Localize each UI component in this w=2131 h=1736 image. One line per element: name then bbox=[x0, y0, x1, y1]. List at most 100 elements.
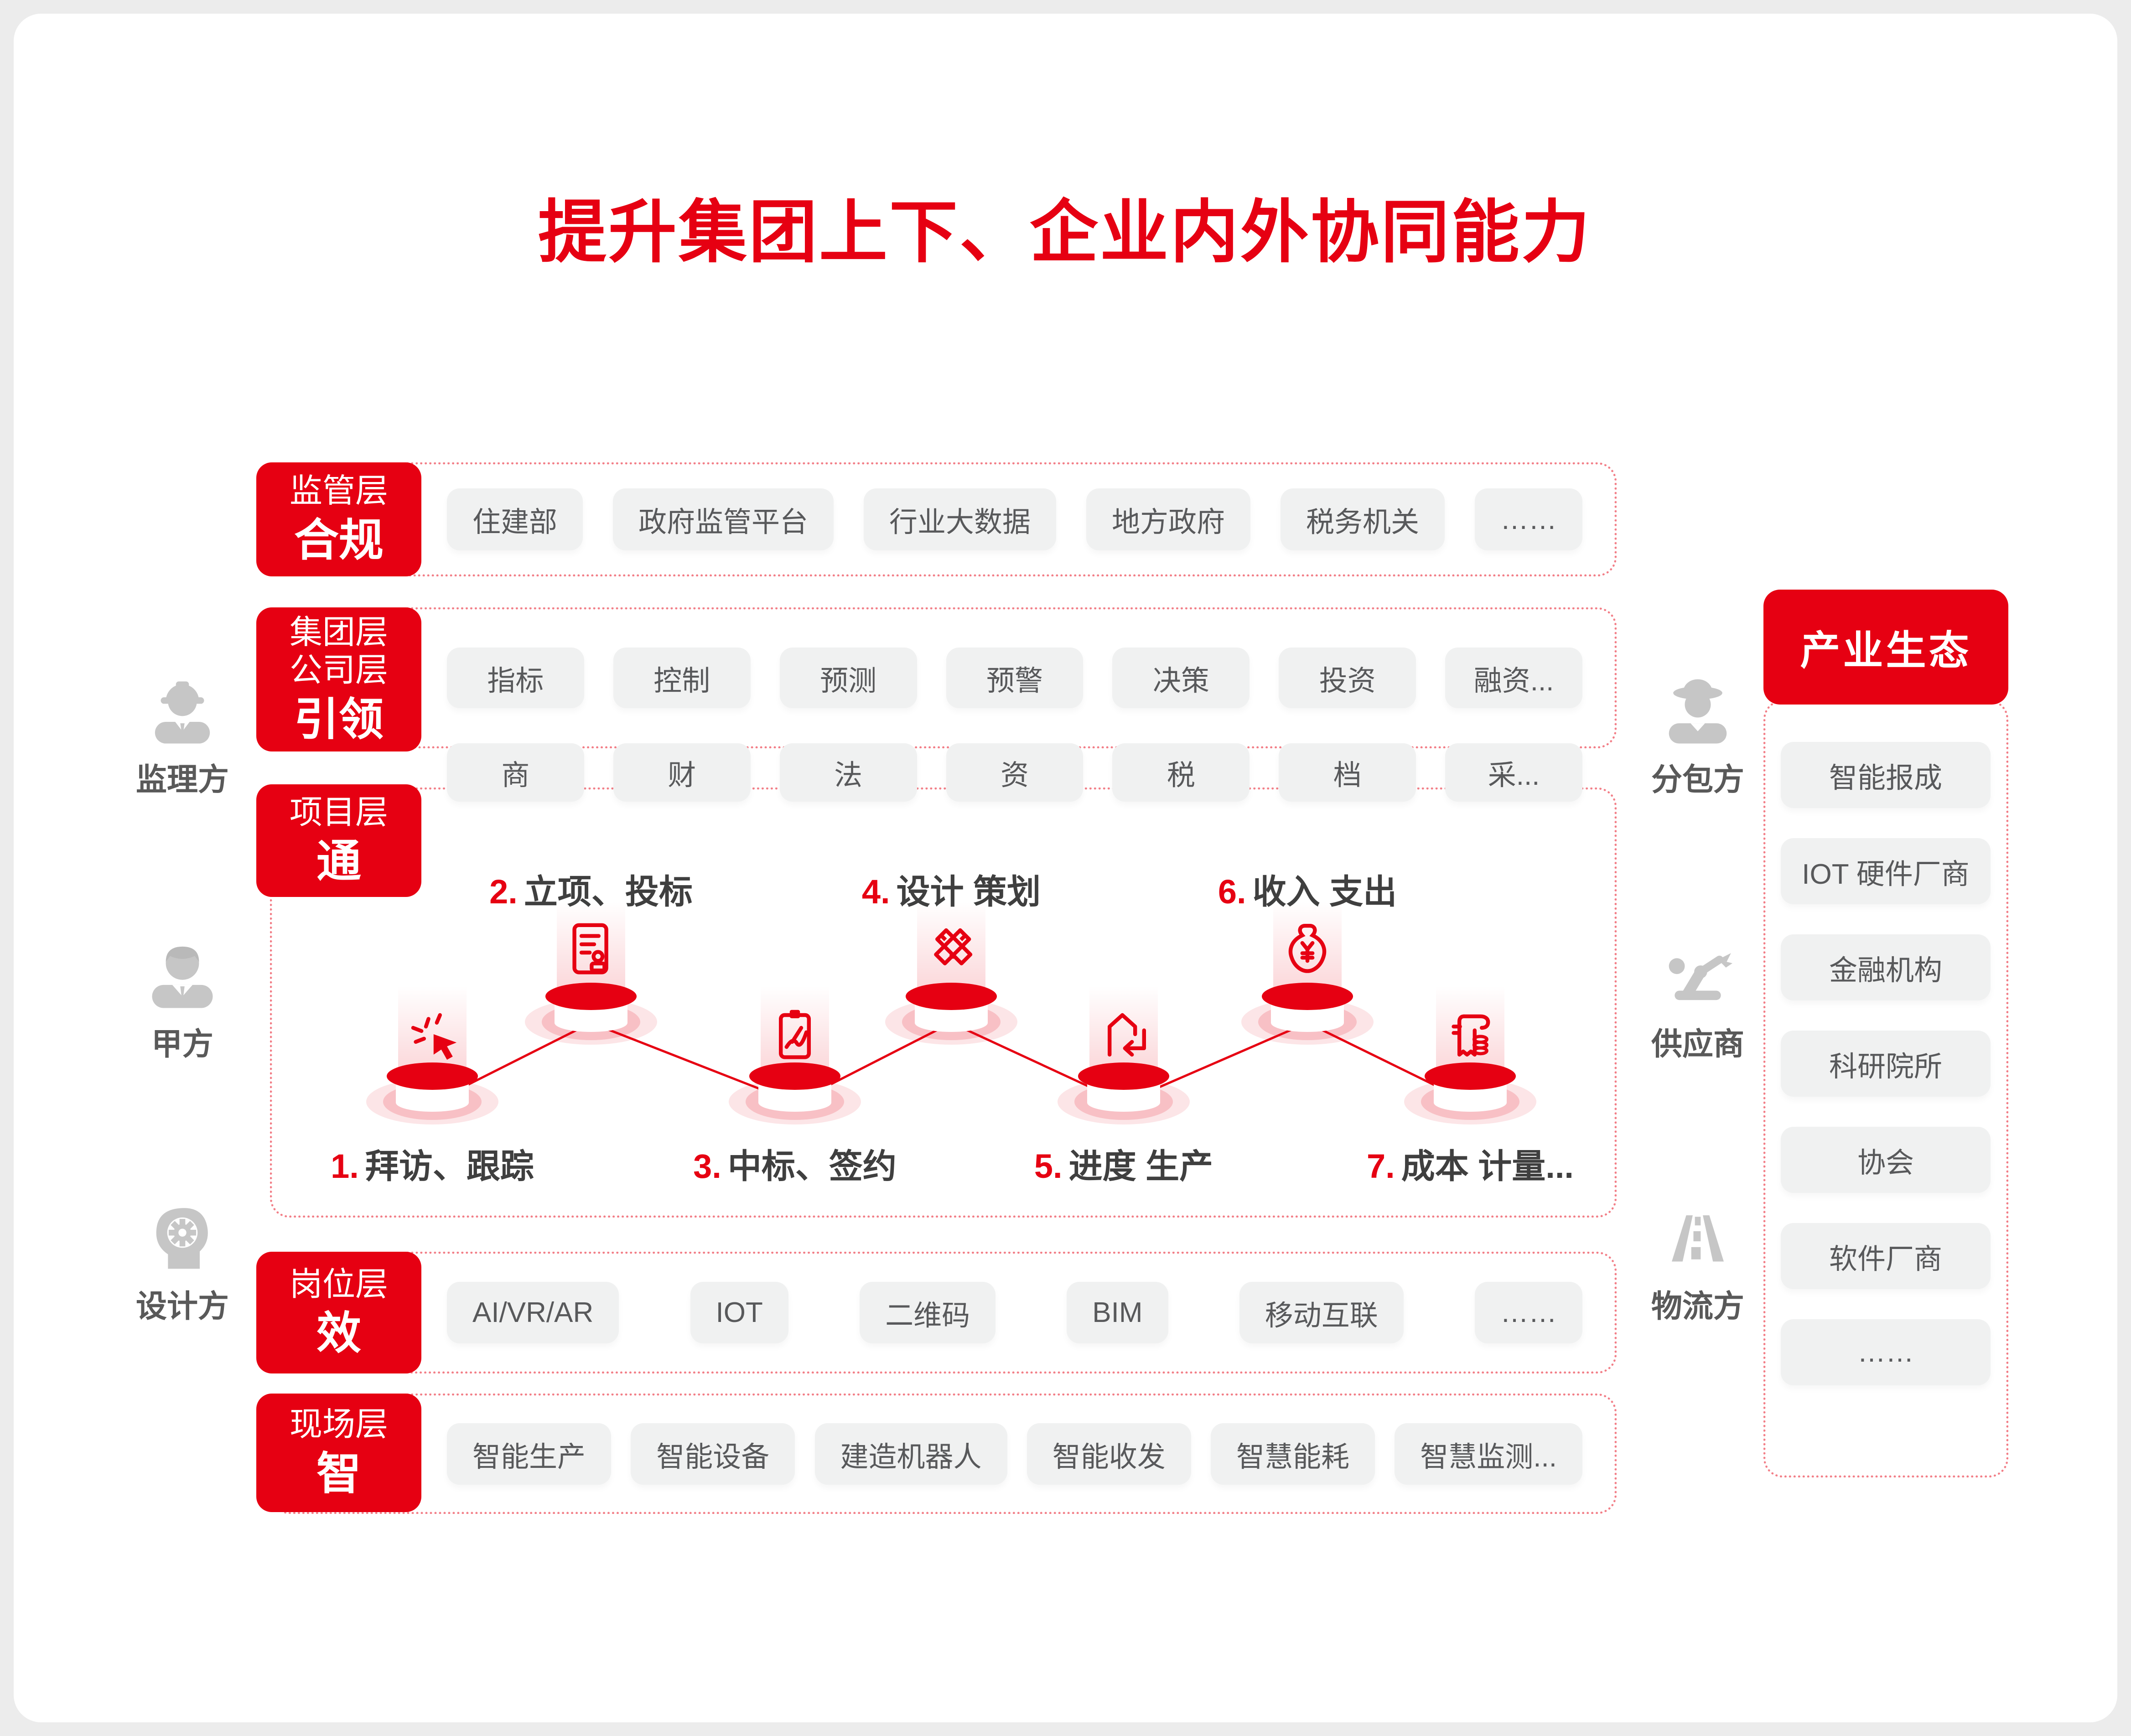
money-bag-icon bbox=[1275, 917, 1339, 981]
party-subcontractor: 分包方 bbox=[1638, 661, 1757, 799]
subcontractor-icon bbox=[1669, 679, 1727, 744]
item-box: IOT bbox=[690, 1282, 788, 1343]
flow-step-text: 收入 支出 bbox=[1252, 873, 1397, 911]
party-label: 物流方 bbox=[1651, 1289, 1744, 1324]
layer-label-site: 现场层 智 bbox=[256, 1394, 421, 1512]
flow-step-number: 6. bbox=[1218, 873, 1246, 911]
item-box: 预警 bbox=[946, 648, 1084, 708]
logistics-icon bbox=[1672, 1215, 1724, 1262]
item-box: 投资 bbox=[1279, 648, 1416, 708]
party-label: 监理方 bbox=[135, 762, 229, 797]
flow-step-label: 6.收入 支出 bbox=[1180, 865, 1435, 913]
item-box: 控制 bbox=[613, 648, 751, 708]
item-box: 智能报成 bbox=[1781, 742, 1991, 808]
flow-step-text: 进度 生产 bbox=[1068, 1147, 1213, 1185]
item-box: 住建部 bbox=[447, 488, 583, 550]
item-box: 决策 bbox=[1112, 648, 1250, 708]
flow-step-number: 1. bbox=[331, 1147, 359, 1185]
item-box: 建造机器人 bbox=[814, 1423, 1007, 1485]
flow-step-label: 5.进度 生产 bbox=[996, 1139, 1251, 1188]
design-tools-icon bbox=[919, 917, 983, 981]
item-box: 移动互联 bbox=[1239, 1282, 1404, 1343]
row-group-items: 指标控制预测预警决策投资融资... bbox=[447, 648, 1583, 708]
item-box: …… bbox=[1474, 1282, 1582, 1343]
party-label: 供应商 bbox=[1651, 1027, 1744, 1062]
item-box: 二维码 bbox=[860, 1282, 996, 1343]
flow-step-text: 中标、签约 bbox=[727, 1147, 897, 1185]
item-box: 金融机构 bbox=[1781, 934, 1991, 1000]
item-box: 税 bbox=[1112, 743, 1250, 802]
flow-step-label: 7.成本 计量... bbox=[1343, 1139, 1598, 1188]
layer-label-keyword: 引领 bbox=[294, 694, 384, 744]
layer-label-line: 监管层 bbox=[289, 473, 388, 510]
row-group-domain-items: 商财法资税档采... bbox=[447, 743, 1583, 802]
bid-document-icon bbox=[559, 917, 623, 981]
layer-label-line: 现场层 bbox=[289, 1406, 388, 1443]
item-box: 指标 bbox=[447, 648, 584, 708]
party-label: 设计方 bbox=[135, 1289, 229, 1324]
item-box: 商 bbox=[447, 743, 584, 802]
supervisor-icon bbox=[155, 681, 210, 744]
item-box: 档 bbox=[1279, 743, 1416, 802]
contract-sign-icon bbox=[763, 1002, 827, 1066]
supplier-icon bbox=[1669, 953, 1732, 1000]
party-label: 甲方 bbox=[151, 1027, 213, 1062]
flow-step-number: 4. bbox=[861, 873, 890, 911]
row-site-items: 智能生产智能设备建造机器人智能收发智慧能耗智慧监测... bbox=[447, 1423, 1582, 1485]
party-logistics: 物流方 bbox=[1638, 1188, 1757, 1326]
item-box: 行业大数据 bbox=[864, 488, 1057, 550]
flow-step-number: 5. bbox=[1034, 1147, 1063, 1185]
row-project-container bbox=[270, 788, 1617, 1218]
item-box: 智能设备 bbox=[631, 1423, 795, 1485]
flow-step-text: 拜访、跟踪 bbox=[365, 1147, 534, 1185]
layer-label-project: 项目层 通 bbox=[256, 784, 421, 897]
item-box: IOT 硬件厂商 bbox=[1781, 838, 1991, 904]
item-box: 采... bbox=[1445, 743, 1583, 802]
page-title: 提升集团上下、企业内外协同能力 bbox=[538, 194, 1592, 270]
flow-step-text: 立项、投标 bbox=[524, 873, 693, 911]
party-designer: 设计方 bbox=[123, 1188, 242, 1326]
item-box: 融资... bbox=[1445, 648, 1583, 708]
item-box: …… bbox=[1475, 488, 1582, 550]
layer-label-line: 项目层 bbox=[289, 794, 388, 831]
ecosystem-title: 产业生态 bbox=[1763, 590, 2008, 705]
flow-step-label: 1.拜访、跟踪 bbox=[305, 1139, 560, 1188]
row-regulatory-items: 住建部政府监管平台行业大数据地方政府税务机关 …… bbox=[447, 488, 1582, 550]
flow-step-number: 3. bbox=[693, 1147, 721, 1185]
cost-receipt-icon bbox=[1438, 1002, 1502, 1066]
layer-label-keyword: 效 bbox=[316, 1308, 361, 1358]
item-box: 科研院所 bbox=[1781, 1031, 1991, 1097]
layer-label-keyword: 通 bbox=[316, 836, 361, 886]
layer-label-keyword: 合规 bbox=[294, 514, 384, 565]
layer-label-group: 集团层 公司层 引领 bbox=[256, 607, 421, 751]
flow-step-number: 2. bbox=[489, 873, 518, 911]
flow-step-text: 成本 计量... bbox=[1401, 1147, 1574, 1185]
item-box: 法 bbox=[779, 743, 917, 802]
item-box: 协会 bbox=[1781, 1127, 1991, 1193]
item-box: 资 bbox=[946, 743, 1084, 802]
party-label: 分包方 bbox=[1651, 762, 1744, 797]
flow-step-number: 7. bbox=[1367, 1147, 1395, 1185]
layer-label-line: 集团层 bbox=[289, 614, 388, 651]
layer-label-regulatory: 监管层 合规 bbox=[256, 462, 421, 576]
item-box: 政府监管平台 bbox=[613, 488, 834, 550]
item-box: 预测 bbox=[779, 648, 917, 708]
flow-step-label: 3.中标、签约 bbox=[667, 1139, 923, 1188]
layer-label-line: 岗位层 bbox=[289, 1266, 388, 1303]
flow-step-label: 2.立项、投标 bbox=[463, 865, 719, 913]
item-box: 地方政府 bbox=[1086, 488, 1251, 550]
layer-label-line: 公司层 bbox=[289, 652, 388, 689]
layer-label-post: 岗位层 效 bbox=[256, 1252, 421, 1373]
item-box: 税务机关 bbox=[1281, 488, 1445, 550]
owner-icon bbox=[152, 946, 213, 1008]
production-building-icon bbox=[1092, 1002, 1156, 1066]
flow-step-label: 4.设计 策划 bbox=[824, 865, 1079, 913]
item-box: 智能收发 bbox=[1027, 1423, 1191, 1485]
item-box: 智能生产 bbox=[447, 1423, 612, 1485]
party-supervisor: 监理方 bbox=[123, 661, 242, 799]
item-box: BIM bbox=[1067, 1282, 1168, 1343]
item-box: 财 bbox=[613, 743, 751, 802]
layer-label-keyword: 智 bbox=[316, 1448, 361, 1498]
